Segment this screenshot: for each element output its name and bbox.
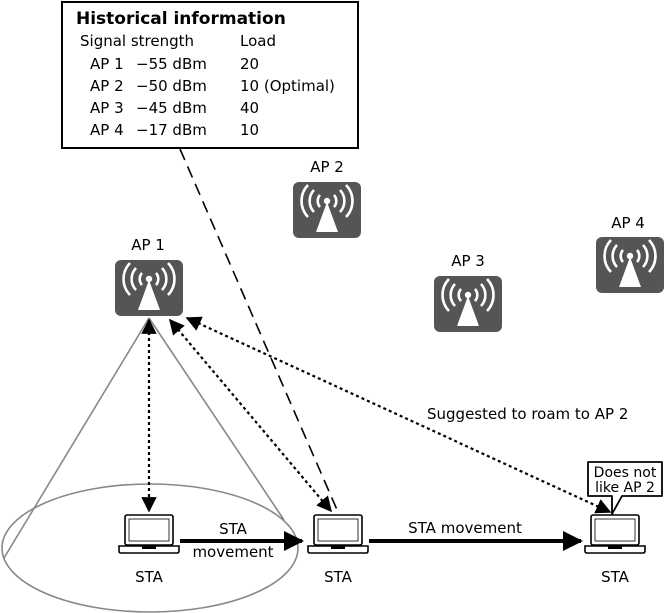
station-3-label: STA — [601, 568, 630, 586]
association-link-ap1-sta2 — [169, 318, 332, 513]
movement-1-line1: STA — [219, 520, 248, 538]
ap-1-label: AP 1 — [131, 236, 165, 254]
history-row-load: 10 — [240, 121, 259, 139]
history-col-load: Load — [240, 32, 276, 50]
ap-4-label: AP 4 — [611, 214, 645, 232]
history-row-load: 20 — [240, 55, 259, 73]
history-title: Historical information — [76, 9, 286, 29]
station-1-label: STA — [135, 568, 164, 586]
history-row-ap: AP 3 — [90, 99, 124, 117]
ap-1-icon — [113, 258, 185, 318]
speech-bubble: Does not like AP 2 — [587, 461, 663, 515]
ap-3-icon — [432, 274, 504, 334]
history-row-load: 40 — [240, 99, 259, 117]
roam-suggestion-text: Suggested to roam to AP 2 — [427, 405, 628, 423]
history-row-ap: AP 1 — [90, 55, 124, 73]
laptop-icon — [307, 514, 369, 554]
station-1: STA — [118, 514, 180, 586]
historical-info-box: Historical information Signal strength L… — [61, 1, 359, 149]
ap-2-icon — [291, 180, 363, 240]
laptop-icon — [118, 514, 180, 554]
station-3: STA — [584, 514, 646, 586]
ap-1: AP 1 — [113, 236, 185, 318]
history-row-signal: −45 dBm — [136, 99, 207, 117]
ap-4: AP 4 — [594, 214, 666, 295]
movement-1-line2: movement — [192, 543, 273, 561]
history-col-signal: Signal strength — [80, 32, 194, 50]
ap-3: AP 3 — [432, 252, 504, 334]
history-row-signal: −55 dBm — [136, 55, 207, 73]
speech-line-1: Does not — [594, 465, 657, 481]
laptop-icon — [584, 514, 646, 554]
movement-2-label: STA movement — [408, 519, 522, 537]
station-2: STA — [307, 514, 369, 586]
history-rows: AP 1 −55 dBm 20 AP 2 −50 dBm 10 (Optimal… — [90, 55, 335, 139]
ap-2: AP 2 — [291, 158, 363, 240]
ap-4-icon — [594, 235, 666, 295]
history-row-signal: −17 dBm — [136, 121, 207, 139]
history-row-ap: AP 2 — [90, 77, 124, 95]
ap-3-label: AP 3 — [451, 252, 485, 270]
ap-2-label: AP 2 — [310, 158, 344, 176]
history-row-ap: AP 4 — [90, 121, 124, 139]
history-row-signal: −50 dBm — [136, 77, 207, 95]
speech-line-2: like AP 2 — [595, 480, 655, 496]
history-row-load: 10 (Optimal) — [240, 77, 335, 95]
station-2-label: STA — [324, 568, 353, 586]
